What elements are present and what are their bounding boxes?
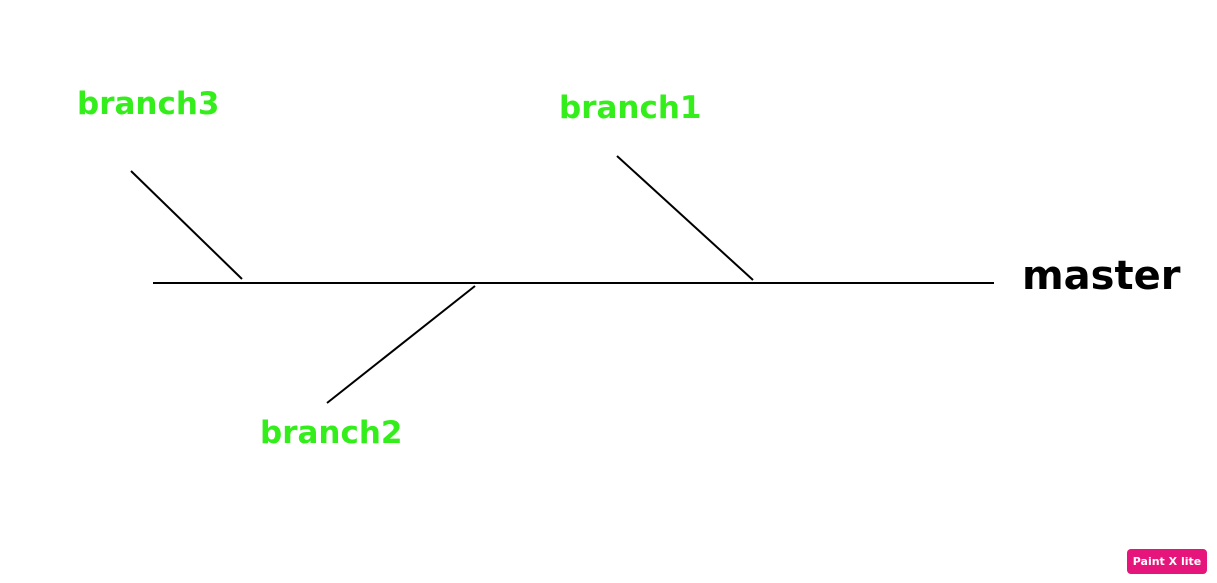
branch1-line xyxy=(616,155,754,281)
branch2-label: branch2 xyxy=(260,415,403,451)
branch3-line xyxy=(130,170,243,280)
branch3-label: branch3 xyxy=(77,86,220,122)
branch1-label: branch1 xyxy=(559,90,702,126)
branch2-line xyxy=(326,285,476,404)
paint-x-lite-watermark: Paint X lite xyxy=(1127,549,1207,574)
master-label: master xyxy=(1022,253,1181,299)
